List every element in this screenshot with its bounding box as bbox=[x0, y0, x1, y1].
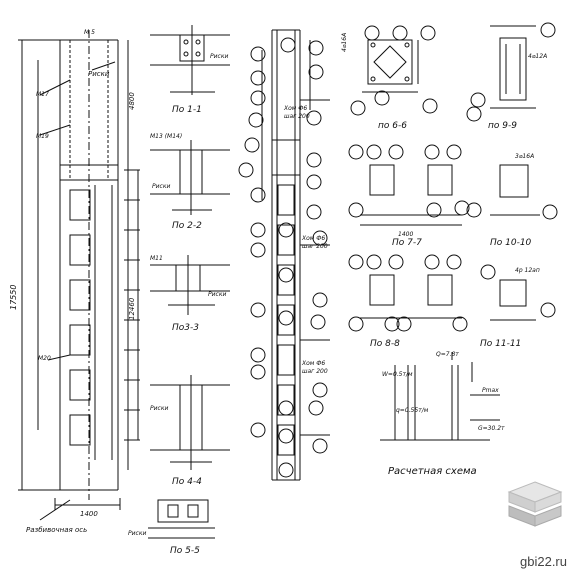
section-title-10-10: По 10-10 bbox=[490, 238, 532, 248]
scheme-w: W=0.5т/м bbox=[382, 371, 413, 378]
annotations: Риски М17 М19 М20 М 5 Разбивочная ось 17… bbox=[9, 29, 547, 556]
scheme-title: Расчетная схема bbox=[388, 466, 477, 477]
site-logo-icon bbox=[507, 481, 563, 527]
design-scheme-drawing bbox=[380, 352, 500, 441]
label-rod-4p12: 4р 12ап bbox=[515, 267, 540, 274]
section-title-3-3: По3-3 bbox=[172, 323, 199, 333]
label-riski-4: Риски bbox=[208, 291, 226, 298]
label-xom-3: Хом Ф6 bbox=[301, 360, 325, 367]
label-xom-2: Хом Ф6 bbox=[301, 235, 325, 242]
label-riski-3: Риски bbox=[152, 183, 170, 190]
callout-circles bbox=[238, 37, 328, 478]
section-4-4-drawing bbox=[150, 375, 230, 470]
section-11-11-drawing bbox=[480, 264, 556, 321]
column-elevation-left bbox=[18, 30, 140, 521]
label-m11: М11 bbox=[150, 255, 163, 262]
label-riski-6: Риски bbox=[128, 530, 146, 537]
section-title-9-9: по 9-9 bbox=[488, 121, 517, 131]
label-riski-1: Риски bbox=[88, 70, 110, 78]
dim-total: 17550 bbox=[9, 285, 18, 310]
label-razb-os: Разбивочная ось bbox=[26, 526, 87, 534]
label-shag-3: шаг 200 bbox=[302, 368, 328, 375]
section-title-4-4: По 4-4 bbox=[172, 477, 202, 487]
section-7-7-drawing bbox=[348, 144, 470, 226]
section-title-2-2: По 2-2 bbox=[172, 221, 202, 231]
watermark[interactable]: gbi22.ru bbox=[520, 554, 567, 569]
section-8-8-drawing bbox=[348, 254, 468, 332]
label-m19: М19 bbox=[36, 133, 49, 140]
label-m17: М17 bbox=[36, 91, 49, 98]
label-m13-14: М13 (М14) bbox=[150, 133, 182, 140]
label-riski-2: Риски bbox=[210, 53, 228, 60]
section-title-7-7: По 7-7 bbox=[392, 238, 422, 248]
section-title-5-5: По 5-5 bbox=[170, 546, 200, 556]
section-2-2-drawing bbox=[150, 140, 230, 215]
label-xom-1: Хом Ф6 bbox=[283, 105, 307, 112]
label-shag-2: шаг 200 bbox=[302, 243, 328, 250]
section-5-5-drawing bbox=[148, 499, 215, 539]
label-m5: М 5 bbox=[84, 29, 95, 36]
scheme-pmax: Pmax bbox=[482, 387, 499, 394]
section-10-10-drawing bbox=[466, 164, 558, 220]
label-shag-1: шаг 200 bbox=[284, 113, 310, 120]
label-m20: М20 bbox=[38, 355, 51, 362]
section-title-11-11: По 11-11 bbox=[480, 339, 521, 349]
dim-12460: 12460 bbox=[128, 297, 136, 320]
scheme-g: G=30.2т bbox=[478, 425, 505, 432]
section-1-1-drawing bbox=[150, 25, 230, 95]
label-rod-3-16: 3⌀16А bbox=[515, 153, 534, 160]
scheme-q: Q=7.8т bbox=[436, 351, 459, 358]
section-6-6-drawing bbox=[350, 25, 438, 116]
scheme-q2: q=0.55т/м bbox=[396, 407, 429, 414]
section-title-8-8: По 8-8 bbox=[370, 339, 400, 349]
dim-7-7-1400: 1400 bbox=[398, 231, 413, 238]
reinforcement-column-middle bbox=[261, 29, 330, 481]
dim-4800: 4800 bbox=[128, 92, 136, 110]
label-riski-5: Риски bbox=[150, 405, 168, 412]
label-rod-4-16: 4⌀16А bbox=[341, 33, 348, 52]
section-3-3-drawing bbox=[150, 255, 230, 315]
dim-bottom-1400: 1400 bbox=[80, 510, 98, 518]
section-9-9-drawing bbox=[466, 22, 556, 122]
section-title-1-1: По 1-1 bbox=[172, 105, 202, 115]
label-rod-4-12: 4⌀12А bbox=[528, 53, 547, 60]
section-title-6-6: по 6-6 bbox=[378, 121, 407, 131]
